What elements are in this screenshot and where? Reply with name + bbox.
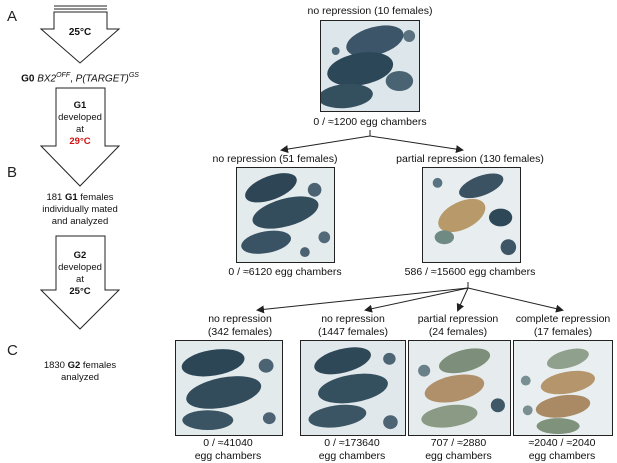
g2-summary-line2: analyzed	[60, 372, 100, 383]
bottom-4-count: ≈2040 / ≈2040 egg chambers	[508, 437, 616, 463]
bottom-4-title: complete repression (17 females)	[508, 313, 617, 339]
g2-temp: 25°C	[69, 286, 91, 297]
g0-label: G0	[21, 73, 35, 85]
g1-line3: at	[76, 124, 84, 135]
bottom-1-ovary-image	[175, 340, 283, 436]
g2-arrow-text: G2 developed at 25°C	[55, 250, 105, 298]
g2-line3: at	[76, 274, 84, 285]
bottom-1-title-1: no repression	[208, 313, 272, 325]
middle-right-ovary-image	[422, 167, 521, 263]
middle-right-title: partial repression (130 females)	[396, 153, 544, 165]
g2-name: G2	[73, 250, 87, 261]
g0-sep: ,	[70, 73, 76, 85]
g0-genotype-2-sup: GS	[128, 72, 139, 79]
g1-summary-pre: 181	[46, 192, 65, 203]
g2-summary: 1830 G2 females analyzed	[5, 360, 155, 384]
bottom-2-count: 0 / ≈173640 egg chambers	[300, 437, 404, 463]
bottom-3-title: partial repression (24 females)	[405, 313, 511, 339]
top-count: 0 / ≈1200 egg chambers	[313, 116, 427, 128]
middle-left-count: 0 / ≈6120 egg chambers	[228, 266, 342, 278]
bottom-2-title: no repression (1447 females)	[298, 313, 408, 339]
bottom-2-count-2: egg chambers	[318, 450, 386, 462]
panel-label-a: A	[7, 8, 18, 25]
bottom-1-title: no repression (342 females)	[185, 313, 295, 339]
g2-summary-post: females	[80, 360, 117, 371]
bottom-1-title-2: (342 females)	[207, 326, 273, 338]
g0-arrow	[39, 5, 121, 64]
middle-right-count: 586 / ≈15600 egg chambers	[404, 266, 536, 278]
g0-genotype-2: P(TARGET)	[75, 73, 129, 85]
bottom-1-count: 0 / ≈41040 egg chambers	[175, 437, 281, 463]
middle-left-ovary-image	[236, 167, 335, 263]
g2-summary-pre: 1830	[43, 360, 68, 371]
branch-middle	[256, 282, 564, 314]
g2-arrow	[39, 235, 121, 330]
g1-line2: developed	[58, 112, 102, 123]
g1-name: G1	[73, 100, 87, 111]
bottom-3-count-1: 707 / ≈2880	[430, 437, 487, 449]
bottom-2-title-2: (1447 females)	[317, 326, 389, 338]
bottom-4-ovary-image	[513, 340, 613, 436]
bottom-1-count-2: egg chambers	[194, 450, 262, 462]
g2-summary-bold: G2	[67, 360, 81, 371]
bottom-3-count: 707 / ≈2880 egg chambers	[408, 437, 509, 463]
g1-arrow-text: G1 developed at 29°C	[55, 100, 105, 148]
bottom-3-ovary-image	[408, 340, 511, 436]
bottom-2-ovary-image	[300, 340, 406, 436]
g0-temp: 25°C	[68, 27, 92, 38]
bottom-4-count-2: egg chambers	[528, 450, 596, 462]
bottom-2-title-1: no repression	[321, 313, 385, 325]
bottom-4-title-2: (17 females)	[533, 326, 593, 338]
middle-left-title: no repression (51 females)	[212, 153, 338, 165]
bottom-3-title-1: partial repression	[417, 313, 499, 325]
g1-summary: 181 G1 females individually mated and an…	[5, 192, 155, 228]
g1-arrow	[39, 87, 121, 187]
bottom-3-title-2: (24 females)	[428, 326, 488, 338]
g0-genotype: G0 BX2OFF, P(TARGET)GS	[0, 70, 160, 85]
bottom-4-count-1: ≈2040 / ≈2040	[528, 437, 596, 449]
g2-line2: developed	[58, 262, 102, 273]
bottom-4-title-1: complete repression	[515, 313, 611, 325]
g1-summary-post: females	[77, 192, 114, 203]
g0-genotype-1: BX2	[37, 73, 57, 85]
panel-label-c: C	[7, 342, 18, 359]
g1-summary-line3: and analyzed	[51, 216, 109, 227]
bottom-3-count-2: egg chambers	[425, 450, 492, 462]
g0-genotype-1-sup: OFF	[56, 72, 71, 79]
g1-summary-line2: individually mated	[42, 204, 118, 215]
branch-top	[280, 130, 464, 154]
bottom-1-count-1: 0 / ≈41040	[203, 437, 253, 449]
g1-summary-bold: G1	[64, 192, 78, 203]
g1-temp: 29°C	[69, 136, 91, 147]
top-ovary-image	[320, 20, 420, 112]
panel-label-b: B	[7, 164, 18, 181]
top-title: no repression (10 females)	[307, 5, 433, 17]
bottom-2-count-1: 0 / ≈173640	[324, 437, 380, 449]
